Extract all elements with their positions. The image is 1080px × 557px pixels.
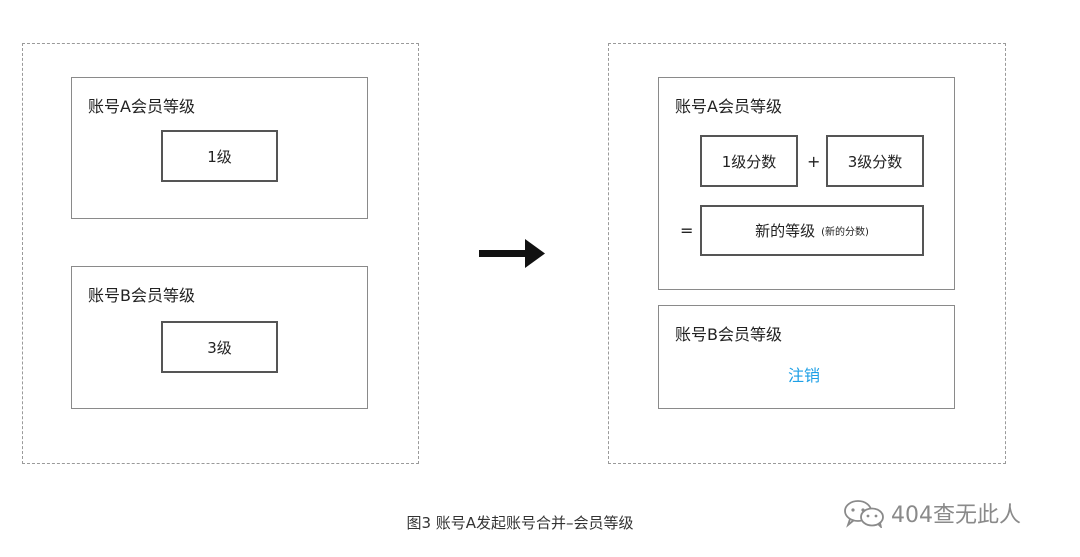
- plus-sign: +: [807, 152, 821, 171]
- equals-sign: =: [680, 221, 694, 240]
- after-account-a-title: 账号A会员等级: [675, 97, 782, 116]
- before-container: [22, 43, 419, 464]
- after-container: [608, 43, 1006, 464]
- new-level-note: (新的分数): [821, 227, 869, 238]
- before-account-a-level-box: 1级: [161, 130, 278, 182]
- right-arrow-icon: [479, 239, 545, 268]
- score-term-1-box: 1级分数: [700, 135, 798, 187]
- after-account-a-panel: 账号A会员等级 1级分数 + 3级分数 = 新的等级 (新的分数): [658, 77, 955, 290]
- before-account-a-title: 账号A会员等级: [88, 97, 195, 116]
- watermark-text: 404查无此人: [891, 503, 1021, 528]
- cancelled-status: 注销: [788, 366, 821, 385]
- after-account-b-panel: 账号B会员等级 注销: [658, 305, 955, 409]
- score-term-2-box: 3级分数: [826, 135, 924, 187]
- wechat-icon: [844, 500, 884, 528]
- watermark: 404查无此人: [843, 497, 1021, 529]
- before-account-b-level-box: 3级: [161, 321, 278, 373]
- before-account-a-panel: 账号A会员等级 1级: [71, 77, 368, 219]
- new-level-box: 新的等级 (新的分数): [700, 205, 924, 256]
- before-account-b-title: 账号B会员等级: [88, 286, 195, 305]
- figure-caption: 图3 账号A发起账号合并–会员等级: [406, 514, 634, 532]
- new-level-label: 新的等级: [755, 222, 816, 240]
- after-account-b-title: 账号B会员等级: [675, 325, 782, 344]
- before-account-b-panel: 账号B会员等级 3级: [71, 266, 368, 409]
